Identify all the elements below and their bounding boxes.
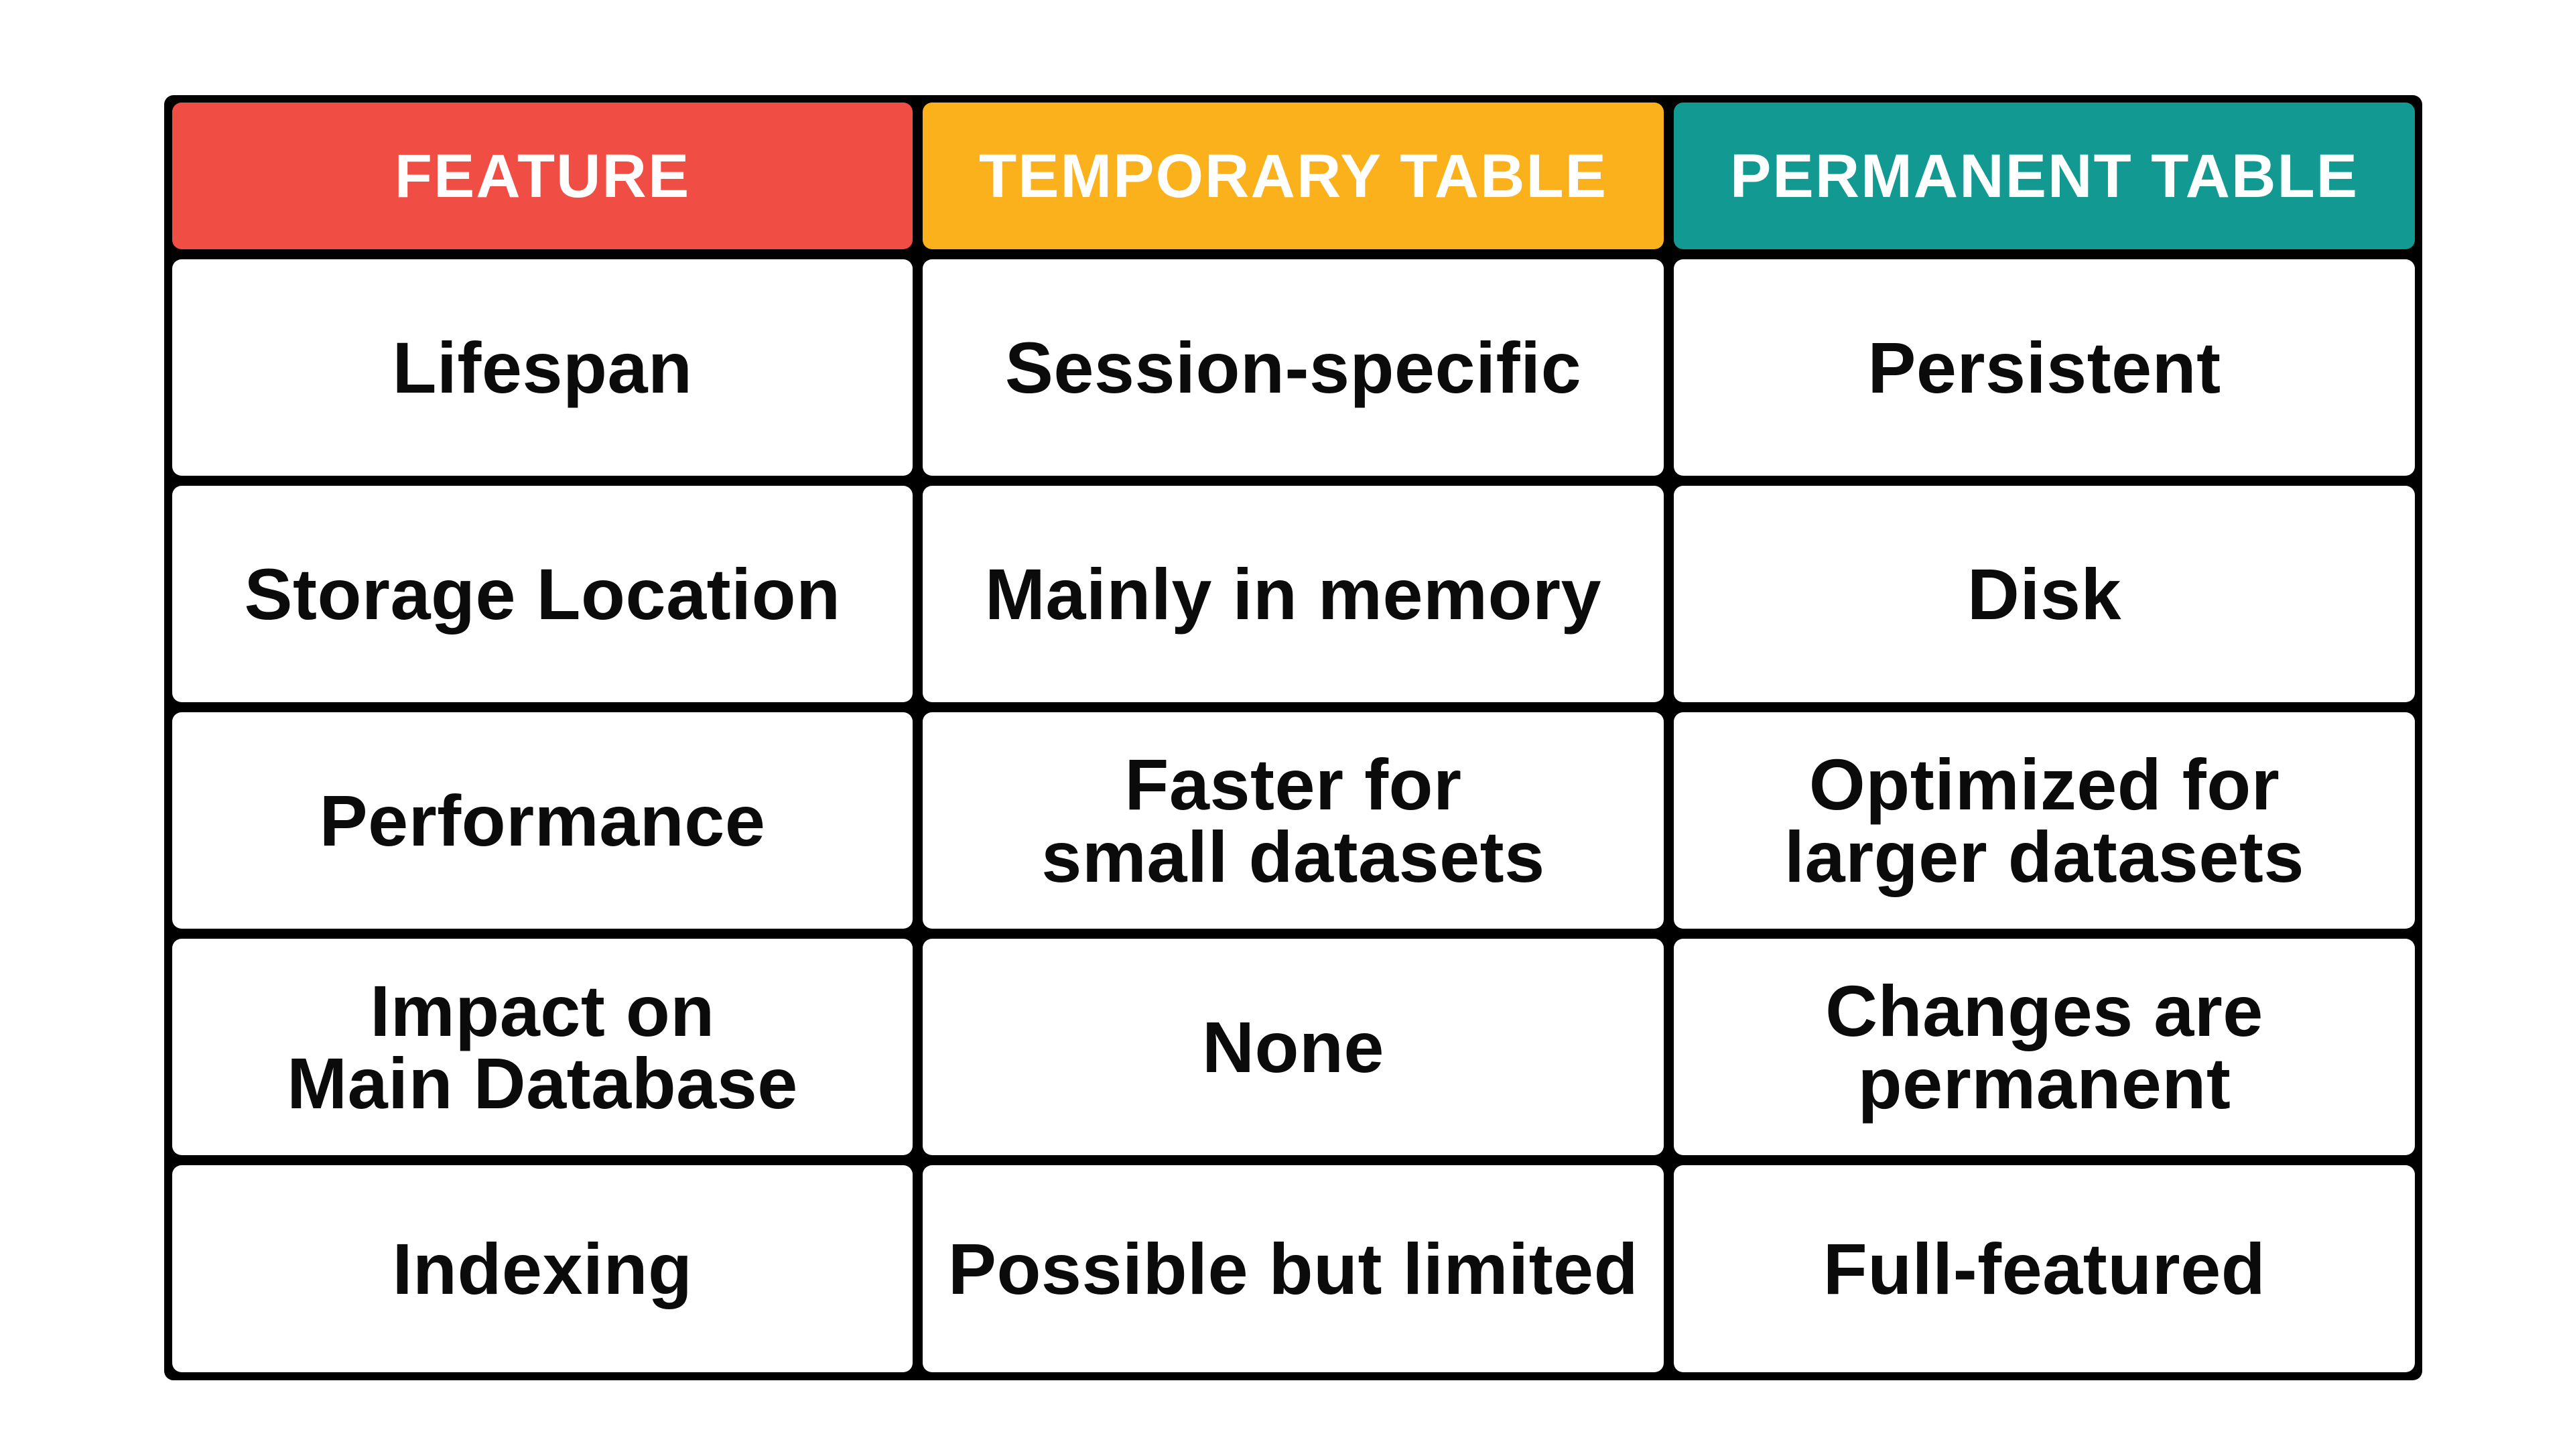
cell-text: Storage Location bbox=[244, 553, 841, 635]
cell-text: Lifespan bbox=[392, 326, 693, 408]
cell-text: Session-specific bbox=[1004, 326, 1582, 408]
cell-text: Possible but limited bbox=[947, 1228, 1639, 1309]
cell-text: Full-featured bbox=[1823, 1228, 2266, 1309]
cell-text: Optimized for larger datasets bbox=[1784, 743, 2304, 897]
header-permanent-table: PERMANENT TABLE bbox=[1674, 103, 2415, 249]
header-feature: FEATURE bbox=[172, 103, 913, 249]
table-cell-temporary: Session-specific bbox=[923, 259, 1664, 476]
table-cell-feature: Storage Location bbox=[172, 486, 913, 702]
header-temporary-table-label: TEMPORARY TABLE bbox=[978, 141, 1608, 210]
cell-text: None bbox=[1202, 1006, 1384, 1087]
table-cell-temporary: Faster for small datasets bbox=[923, 712, 1664, 929]
cell-text: Disk bbox=[1967, 553, 2122, 635]
table-cell-permanent: Full-featured bbox=[1674, 1165, 2415, 1372]
cell-text: Performance bbox=[319, 779, 766, 861]
table-cell-permanent: Optimized for larger datasets bbox=[1674, 712, 2415, 929]
cell-text: Changes are permanent bbox=[1825, 970, 2263, 1124]
table-cell-temporary: Possible but limited bbox=[923, 1165, 1664, 1372]
table-cell-feature: Performance bbox=[172, 712, 913, 929]
cell-text: Impact on Main Database bbox=[287, 970, 798, 1124]
cell-text: Faster for small datasets bbox=[1041, 743, 1545, 897]
table-cell-temporary: None bbox=[923, 939, 1664, 1155]
table-cell-feature: Impact on Main Database bbox=[172, 939, 913, 1155]
cell-text: Persistent bbox=[1867, 326, 2221, 408]
header-feature-label: FEATURE bbox=[394, 141, 691, 210]
table-cell-permanent: Disk bbox=[1674, 486, 2415, 702]
header-temporary-table: TEMPORARY TABLE bbox=[923, 103, 1664, 249]
cell-text: Indexing bbox=[392, 1228, 693, 1309]
cell-text: Mainly in memory bbox=[984, 553, 1602, 635]
table-cell-permanent: Persistent bbox=[1674, 259, 2415, 476]
table-cell-temporary: Mainly in memory bbox=[923, 486, 1664, 702]
header-permanent-table-label: PERMANENT TABLE bbox=[1729, 141, 2359, 210]
table-cell-permanent: Changes are permanent bbox=[1674, 939, 2415, 1155]
table-cell-feature: Lifespan bbox=[172, 259, 913, 476]
table-cell-feature: Indexing bbox=[172, 1165, 913, 1372]
